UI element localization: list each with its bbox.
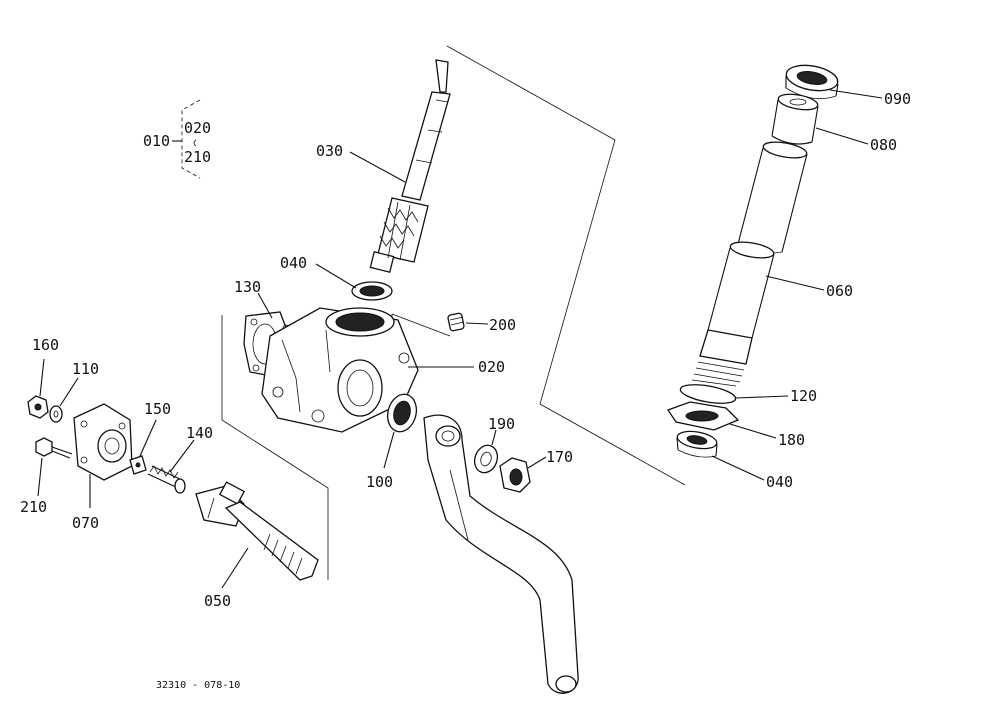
leader-190 xyxy=(491,429,497,446)
label-120: 120 xyxy=(790,387,817,405)
leader-160 xyxy=(39,358,45,397)
leader-180 xyxy=(729,423,777,439)
leader-200 xyxy=(465,322,489,325)
side-cover xyxy=(73,403,133,481)
label-030: 030 xyxy=(316,142,343,160)
oil-seal xyxy=(386,393,418,433)
leader-030 xyxy=(349,151,406,183)
leader-080 xyxy=(815,127,869,145)
label-190: 190 xyxy=(488,415,515,433)
label-050: 050 xyxy=(204,592,231,610)
leader-100 xyxy=(383,431,395,469)
label-060: 060 xyxy=(826,282,853,300)
leader-050 xyxy=(221,547,249,589)
gear-housing xyxy=(261,307,419,433)
leader-150 xyxy=(139,419,157,457)
label-110: 110 xyxy=(72,360,99,378)
sector-shaft xyxy=(195,481,319,581)
label-070: 070 xyxy=(72,514,99,532)
label-160: 160 xyxy=(32,336,59,354)
worm-shaft xyxy=(369,59,451,273)
pitman-arm xyxy=(423,414,579,694)
label-180: 180 xyxy=(778,431,805,449)
leader-060 xyxy=(765,275,825,291)
column-lock-nut xyxy=(667,401,740,431)
label-210-bolt: 210 xyxy=(20,498,47,516)
column-tube xyxy=(691,141,808,387)
lock-plate xyxy=(129,455,147,475)
pitman-nut xyxy=(499,457,531,493)
pitman-washer xyxy=(473,444,499,474)
label-200: 200 xyxy=(489,316,516,334)
label-090: 090 xyxy=(884,90,911,108)
leader-040-upper xyxy=(315,263,357,289)
column-top-bearing xyxy=(785,64,839,100)
upper-bearing xyxy=(351,281,393,301)
leader-090 xyxy=(829,89,883,99)
leader-210-bolt xyxy=(37,457,43,497)
assembly-bracket xyxy=(172,99,201,179)
label-010: 010 xyxy=(143,132,170,150)
leader-130 xyxy=(257,292,273,319)
explosion-guide-lines xyxy=(221,45,686,580)
label-130: 130 xyxy=(234,278,261,296)
small-washer xyxy=(49,405,63,423)
label-040-lower: 040 xyxy=(766,473,793,491)
column-bushing xyxy=(771,93,819,145)
leader-040-lower xyxy=(711,455,765,481)
label-150: 150 xyxy=(144,400,171,418)
label-100: 100 xyxy=(366,473,393,491)
label-020-housing: 020 xyxy=(478,358,505,376)
label-170: 170 xyxy=(546,448,573,466)
label-040-upper: 040 xyxy=(280,254,307,272)
label-080: 080 xyxy=(870,136,897,154)
label-140: 140 xyxy=(186,424,213,442)
filler-plug xyxy=(447,312,465,332)
adjusting-screw xyxy=(147,465,186,494)
leader-110 xyxy=(59,377,79,407)
leader-140 xyxy=(169,439,195,473)
leader-170 xyxy=(527,456,547,469)
side-cover-bolt xyxy=(35,437,73,459)
label-020-assembly: 020 xyxy=(184,119,211,137)
column-o-ring xyxy=(679,384,737,404)
drawing-number: 32310 - 078-10 xyxy=(156,680,240,691)
label-210-assembly: 210 xyxy=(184,148,211,166)
small-nut xyxy=(27,395,49,419)
lower-bearing xyxy=(676,430,718,458)
leader-120 xyxy=(735,395,789,399)
